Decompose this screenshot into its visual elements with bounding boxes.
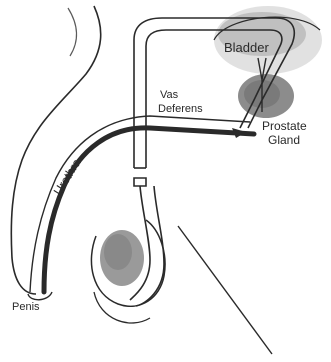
label-penis: Penis [12, 301, 40, 313]
thigh-line [178, 226, 272, 354]
label-prostate-line1: Prostate [262, 119, 307, 133]
label-urethra: Urethra [51, 156, 84, 198]
label-prostate-line2: Gland [268, 133, 300, 147]
label-vas-deferens-line1: Vas [160, 89, 179, 101]
scrotum-lower-outline [94, 292, 150, 323]
body-outline-inner [68, 8, 77, 56]
label-vas-deferens-line2: Deferens [158, 103, 203, 115]
testis [100, 230, 144, 286]
label-bladder: Bladder [224, 40, 269, 55]
